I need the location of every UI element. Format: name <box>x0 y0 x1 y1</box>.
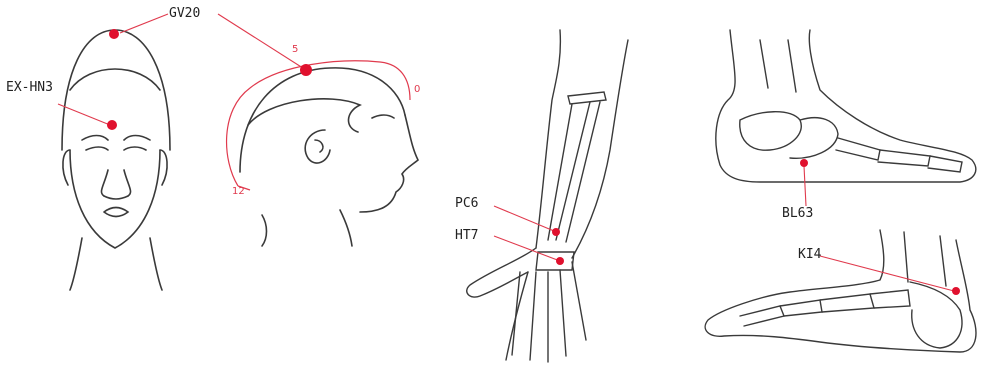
gv20-point-front <box>109 29 119 39</box>
exhn3-point <box>107 120 117 130</box>
scale-mark-middle: 5 <box>292 44 298 55</box>
label-gv20: GV20 <box>169 6 200 21</box>
side-head-outline <box>240 68 418 246</box>
label-ki4: KI4 <box>798 247 821 262</box>
exhn3-leader <box>58 104 110 125</box>
label-exhn3: EX-HN3 <box>6 80 53 95</box>
pc6-point <box>552 228 560 236</box>
scale-arc <box>227 61 410 190</box>
scale-mark-start: 0 <box>414 84 420 95</box>
foot-lateral-outline <box>716 30 976 182</box>
label-pc6: PC6 <box>455 196 478 211</box>
pc6-leader <box>494 206 554 231</box>
bl63-point <box>800 159 808 167</box>
acupoints <box>107 29 960 295</box>
gv20-point-side <box>300 64 312 76</box>
bl63-leader <box>804 166 806 206</box>
gv20-leader-side <box>218 14 306 70</box>
ki4-leader <box>820 256 954 291</box>
foot-medial-outline <box>705 230 976 352</box>
gv20-leader-front <box>120 14 168 33</box>
ht7-point <box>556 257 564 265</box>
scale-mark-end: 12 <box>232 186 245 197</box>
label-bl63: BL63 <box>782 206 813 221</box>
ki4-point <box>952 287 960 295</box>
label-ht7: HT7 <box>455 228 478 243</box>
forearm-outline <box>467 30 628 362</box>
ht7-leader <box>494 236 560 261</box>
front-head-outline <box>62 30 170 290</box>
